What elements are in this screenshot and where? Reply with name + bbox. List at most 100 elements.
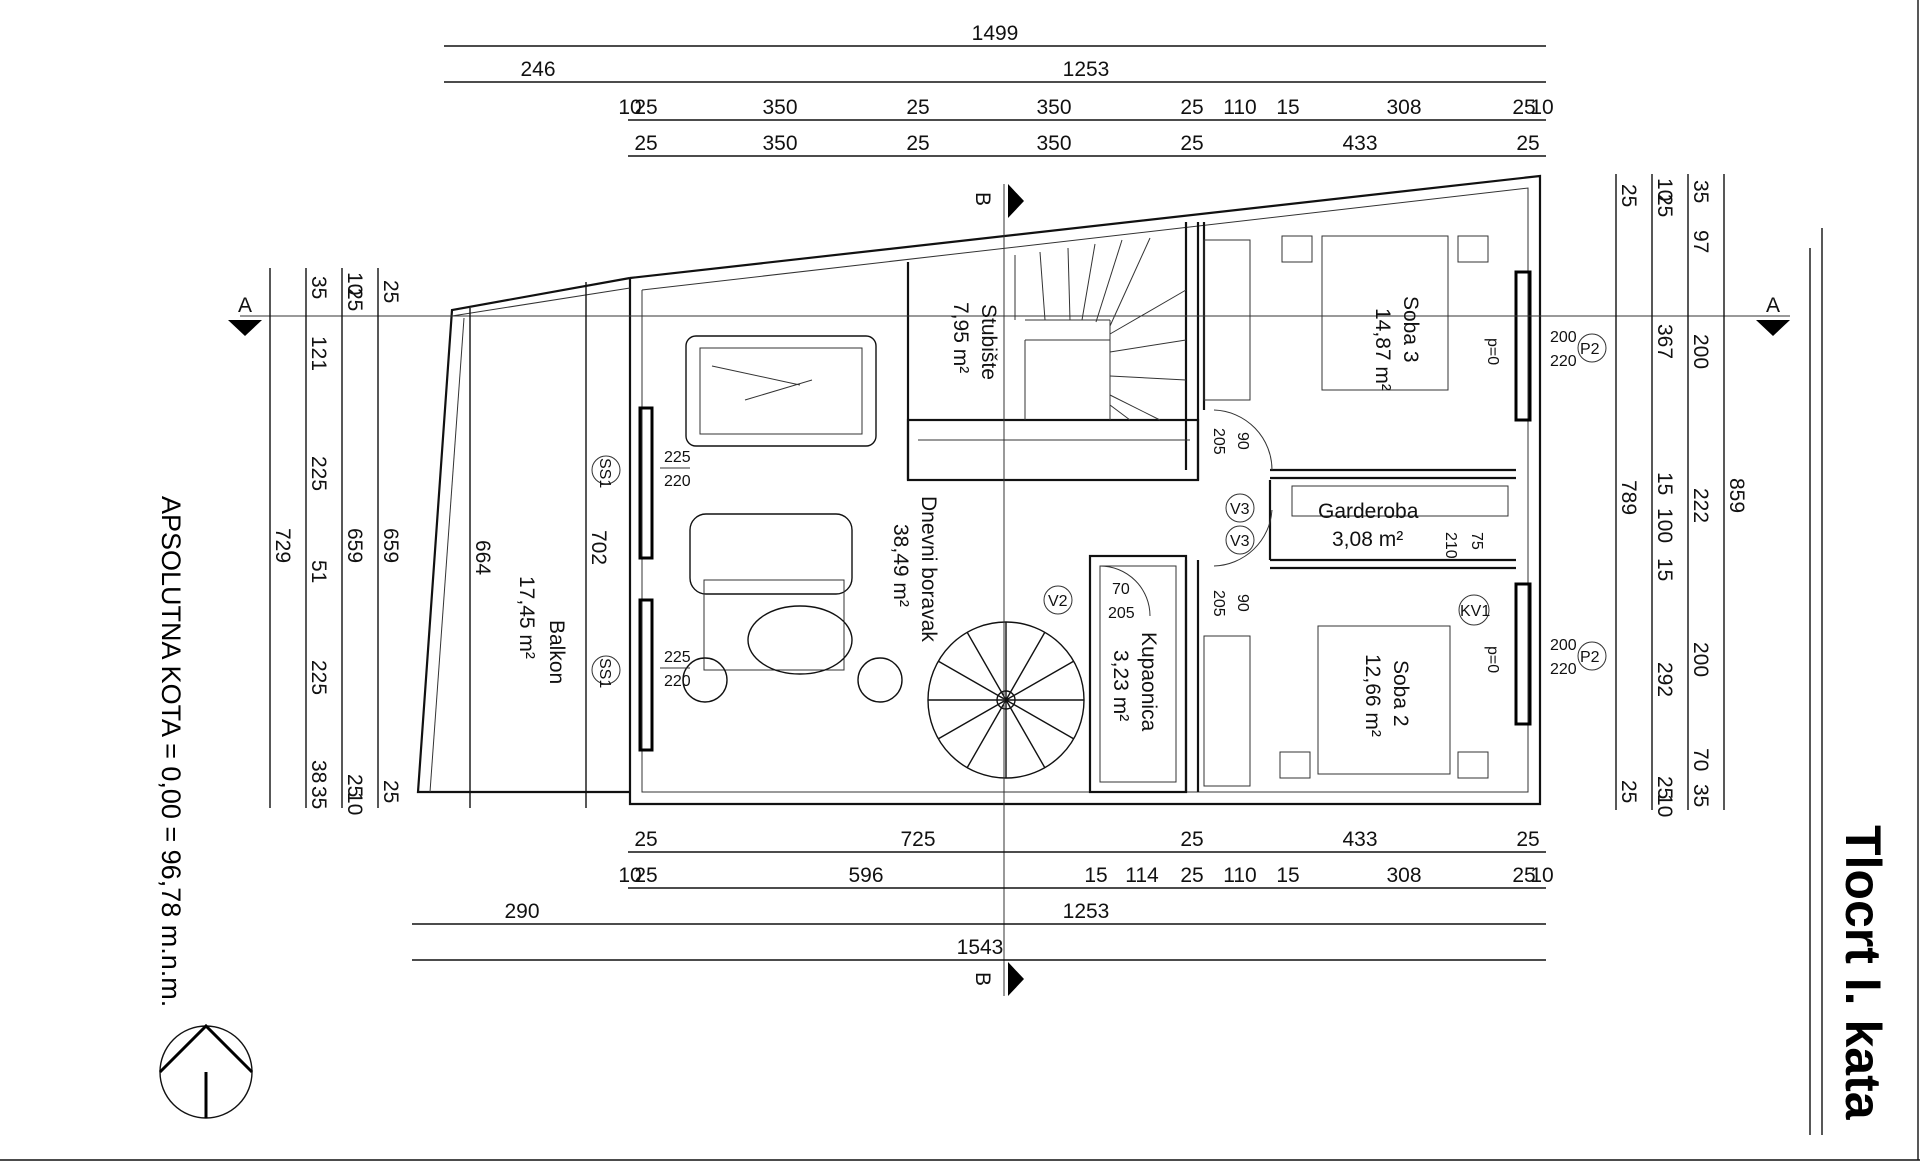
svg-text:35: 35: [307, 276, 330, 299]
svg-text:25: 25: [1653, 776, 1676, 799]
svg-text:25: 25: [1653, 194, 1676, 217]
svg-text:367: 367: [1653, 324, 1676, 359]
room-label-soba2: Soba 2 12,66 m²: [1361, 654, 1412, 737]
dim-bottom-r3-1: 1253: [1063, 900, 1110, 923]
svg-text:25: 25: [906, 96, 929, 119]
svg-text:25: 25: [343, 774, 366, 797]
svg-text:308: 308: [1386, 96, 1421, 119]
dim-left-total: 729: [271, 528, 294, 563]
svg-text:25: 25: [1516, 132, 1539, 155]
svg-text:Garderoba: Garderoba: [1318, 500, 1419, 523]
svg-text:25: 25: [634, 828, 657, 851]
svg-text:35: 35: [1689, 784, 1712, 807]
svg-text:10: 10: [618, 864, 641, 887]
svg-text:200: 200: [1689, 642, 1712, 677]
svg-text:35: 35: [1689, 180, 1712, 203]
dim-top-overall: 1499: [972, 22, 1019, 45]
svg-text:110: 110: [1223, 96, 1256, 119]
svg-text:25: 25: [1516, 828, 1539, 851]
svg-text:25: 25: [634, 864, 657, 887]
svg-text:Dnevni boravak: Dnevni boravak: [917, 496, 940, 642]
svg-text:25: 25: [343, 288, 366, 311]
svg-text:Soba 3: Soba 3: [1399, 296, 1422, 363]
svg-text:292: 292: [1653, 662, 1676, 697]
svg-text:25: 25: [379, 780, 402, 803]
svg-text:SS1: SS1: [596, 458, 613, 488]
svg-text:10: 10: [1653, 178, 1676, 201]
svg-text:200: 200: [1550, 329, 1577, 346]
svg-text:70: 70: [1689, 748, 1712, 771]
svg-text:110: 110: [1223, 864, 1256, 887]
svg-text:90: 90: [1234, 594, 1251, 612]
svg-text:70: 70: [1112, 581, 1130, 598]
reference-level: APSOLUTNA KOTA = 0,00 = 96,78 m.n.m.: [156, 496, 186, 1007]
dim-right-total: 859: [1725, 478, 1748, 513]
tag-v3-lower: V3 90 205: [1210, 525, 1255, 617]
svg-text:200: 200: [1689, 334, 1712, 369]
svg-text:25: 25: [1617, 780, 1640, 803]
svg-text:121: 121: [307, 336, 330, 371]
dim-top-r2-1: 1253: [1063, 58, 1110, 81]
tag-v3-upper: V3 90 205: [1210, 428, 1255, 523]
svg-text:25: 25: [1180, 864, 1203, 887]
svg-text:225: 225: [307, 456, 330, 491]
svg-text:15: 15: [1653, 472, 1676, 495]
svg-text:10: 10: [618, 96, 641, 119]
room-label-stubiste: Stubište 7,95 m²: [949, 302, 1000, 380]
section-a-right: A: [1766, 294, 1780, 317]
svg-text:Soba 2: Soba 2: [1389, 660, 1412, 727]
svg-text:350: 350: [762, 96, 797, 119]
svg-text:725: 725: [900, 828, 935, 851]
svg-text:KV1: KV1: [1460, 603, 1490, 620]
tag-ss1-lower: SS1 225 220: [591, 649, 691, 690]
svg-text:210: 210: [1442, 532, 1459, 559]
svg-text:350: 350: [1036, 96, 1071, 119]
svg-text:220: 220: [1550, 353, 1577, 370]
svg-text:205: 205: [1210, 428, 1227, 455]
tag-kv1: KV1 75 210: [1442, 532, 1490, 626]
svg-text:V3: V3: [1230, 501, 1250, 518]
svg-text:P2: P2: [1580, 649, 1600, 666]
svg-text:205: 205: [1210, 590, 1227, 617]
svg-text:222: 222: [1689, 488, 1712, 523]
svg-text:100: 100: [1653, 508, 1676, 543]
svg-text:35: 35: [307, 786, 330, 809]
svg-text:25: 25: [379, 280, 402, 303]
tag-v2: V2 70 205: [1043, 581, 1135, 622]
svg-text:V3: V3: [1230, 533, 1250, 550]
room-label-dnevni: Dnevni boravak 38,49 m²: [889, 496, 940, 642]
svg-text:38: 38: [307, 760, 330, 783]
svg-text:659: 659: [379, 528, 402, 563]
spiral-stair-icon: [927, 621, 1085, 779]
tag-ss1-upper: SS1 225 220: [591, 449, 691, 490]
tag-p2-lower: P2 200 220 p=0: [1484, 637, 1607, 678]
svg-text:25: 25: [1512, 864, 1535, 887]
dimension-lines: [269, 45, 1725, 961]
svg-text:220: 220: [664, 473, 691, 490]
svg-text:90: 90: [1234, 432, 1251, 450]
svg-text:97: 97: [1689, 230, 1712, 253]
svg-text:25: 25: [1617, 184, 1640, 207]
svg-text:Kupaonica: Kupaonica: [1137, 632, 1160, 732]
svg-text:10: 10: [1530, 96, 1553, 119]
section-a-left: A: [238, 294, 252, 317]
room-label-balkon: Balkon 17,45 m²: [515, 576, 568, 684]
svg-text:10: 10: [1530, 864, 1553, 887]
svg-text:51: 51: [307, 560, 330, 583]
svg-text:14,87 m²: 14,87 m²: [1371, 308, 1394, 391]
svg-text:25: 25: [634, 132, 657, 155]
svg-text:3,23 m²: 3,23 m²: [1109, 650, 1132, 721]
svg-text:15: 15: [1276, 96, 1299, 119]
room-label-kupaonica: Kupaonica 3,23 m²: [1109, 632, 1160, 732]
dim-left-inner: 702: [587, 530, 610, 565]
svg-text:15: 15: [1653, 558, 1676, 581]
svg-text:Balkon: Balkon: [545, 620, 568, 684]
tag-p2-upper: P2 200 220 p=0: [1484, 329, 1607, 370]
svg-text:350: 350: [762, 132, 797, 155]
svg-text:75: 75: [1468, 532, 1485, 550]
dim-left-balkon: 664: [471, 540, 494, 575]
svg-text:25: 25: [906, 132, 929, 155]
dim-bottom-r3-0: 290: [504, 900, 539, 923]
dim-bottom-row2: 10 25 596 15 114 25 110 15 308 25 10: [618, 864, 1553, 887]
svg-text:3,08 m²: 3,08 m²: [1332, 528, 1403, 551]
